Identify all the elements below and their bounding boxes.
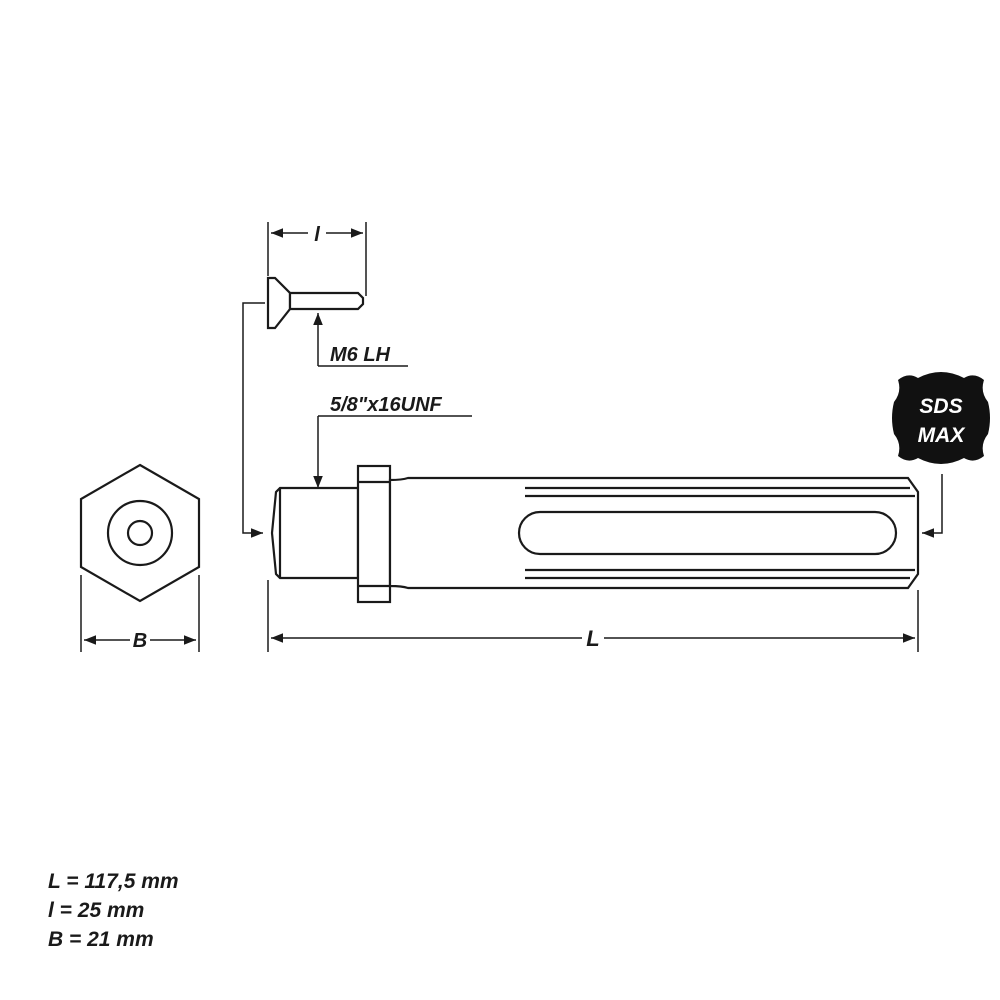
unf-leader — [313, 415, 472, 488]
dim-l-label: l — [314, 224, 320, 246]
dim-total-l-label: L — [586, 626, 599, 651]
sds-leader — [922, 474, 943, 538]
hex-end-view — [79, 463, 201, 603]
sds-max-badge: SDS MAX — [892, 372, 990, 464]
m6-leader — [313, 313, 408, 367]
shank-thread-label: 5/8"x16UNF — [330, 394, 443, 416]
spec-hex-width: B = 21 mm — [48, 928, 154, 951]
sds-max-badge-shape — [892, 372, 990, 464]
badge-line-1: SDS — [919, 395, 962, 418]
countersunk-screw — [266, 276, 365, 330]
dimension-total-l — [267, 580, 919, 652]
adapter-body — [270, 464, 920, 604]
assembly-leader — [242, 302, 265, 538]
badge-line-2: MAX — [918, 424, 967, 447]
dimension-b — [80, 575, 200, 652]
spec-screw-length: l = 25 mm — [48, 899, 145, 922]
spec-total-length: L = 117,5 mm — [48, 870, 179, 893]
dimension-l — [267, 222, 367, 296]
screw-thread-label: M6 LH — [330, 344, 391, 366]
dim-b-label: B — [133, 630, 147, 652]
